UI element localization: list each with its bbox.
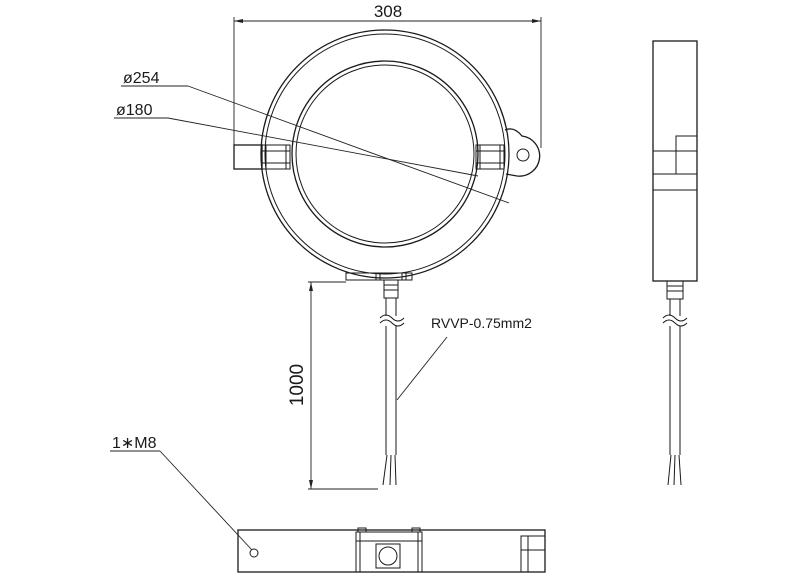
inner-ring-inner-edge bbox=[295, 64, 475, 244]
bottom-clamp bbox=[520, 535, 546, 573]
cable-type-label: RVVP-0.75mm2 bbox=[431, 315, 532, 331]
bottom-terminal bbox=[355, 531, 423, 573]
inner-diameter-label: ø180 bbox=[116, 102, 153, 119]
outer-ring-inner-edge bbox=[264, 33, 506, 275]
diameter-leaders: ø254 ø180 bbox=[114, 70, 510, 204]
inner-ring-edge bbox=[291, 60, 479, 248]
side-view bbox=[652, 40, 698, 486]
mount-callout: 1∗M8 bbox=[110, 435, 253, 551]
mount-hole bbox=[249, 548, 259, 558]
length-label: 1000 bbox=[287, 364, 308, 406]
outer-diameter-label: ø254 bbox=[123, 70, 160, 87]
length-dimension: 1000 bbox=[287, 281, 378, 490]
left-clamp-tab bbox=[233, 144, 263, 170]
front-view-ring bbox=[233, 29, 541, 281]
mount-label: 1∗M8 bbox=[112, 435, 157, 452]
front-cable bbox=[379, 279, 405, 486]
bottom-gland-hole bbox=[378, 546, 398, 566]
width-dimension: 308 bbox=[233, 2, 542, 148]
bottom-body bbox=[237, 529, 546, 573]
cable-callout: RVVP-0.75mm2 bbox=[396, 315, 532, 401]
side-body bbox=[652, 40, 698, 282]
bottom-view bbox=[237, 527, 546, 573]
side-clamp bbox=[675, 135, 698, 175]
right-hinge-block bbox=[475, 144, 505, 170]
cable-gland bbox=[383, 279, 399, 299]
width-label: 308 bbox=[374, 2, 402, 21]
side-gland bbox=[666, 280, 684, 300]
lug-hole bbox=[516, 148, 530, 162]
left-hinge-block bbox=[261, 144, 291, 170]
right-lug bbox=[504, 128, 541, 177]
outer-ring-edge bbox=[260, 29, 510, 279]
bottom-gland-square bbox=[375, 543, 401, 569]
